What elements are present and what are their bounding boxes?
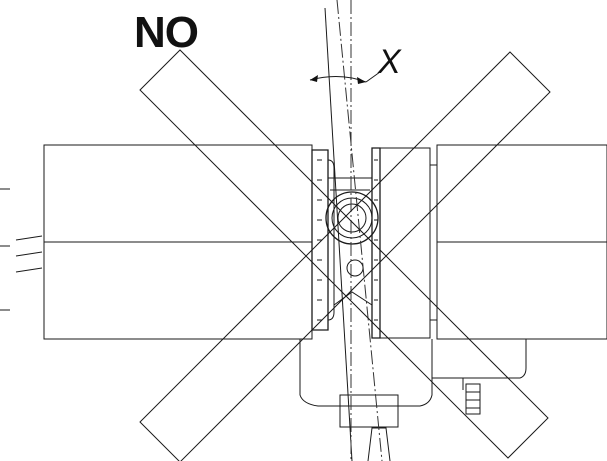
lower-housing (299, 339, 527, 428)
angle-indicator (309, 71, 381, 84)
right-beam (436, 144, 607, 340)
bottom-pin (367, 427, 391, 461)
left-leaders (0, 188, 43, 311)
no-warning-label: NO (134, 8, 198, 57)
left-beam (43, 144, 313, 340)
angle-symbol-label: X (377, 43, 402, 81)
clamp-assembly (311, 147, 437, 339)
cross-out-mark (139, 49, 551, 461)
